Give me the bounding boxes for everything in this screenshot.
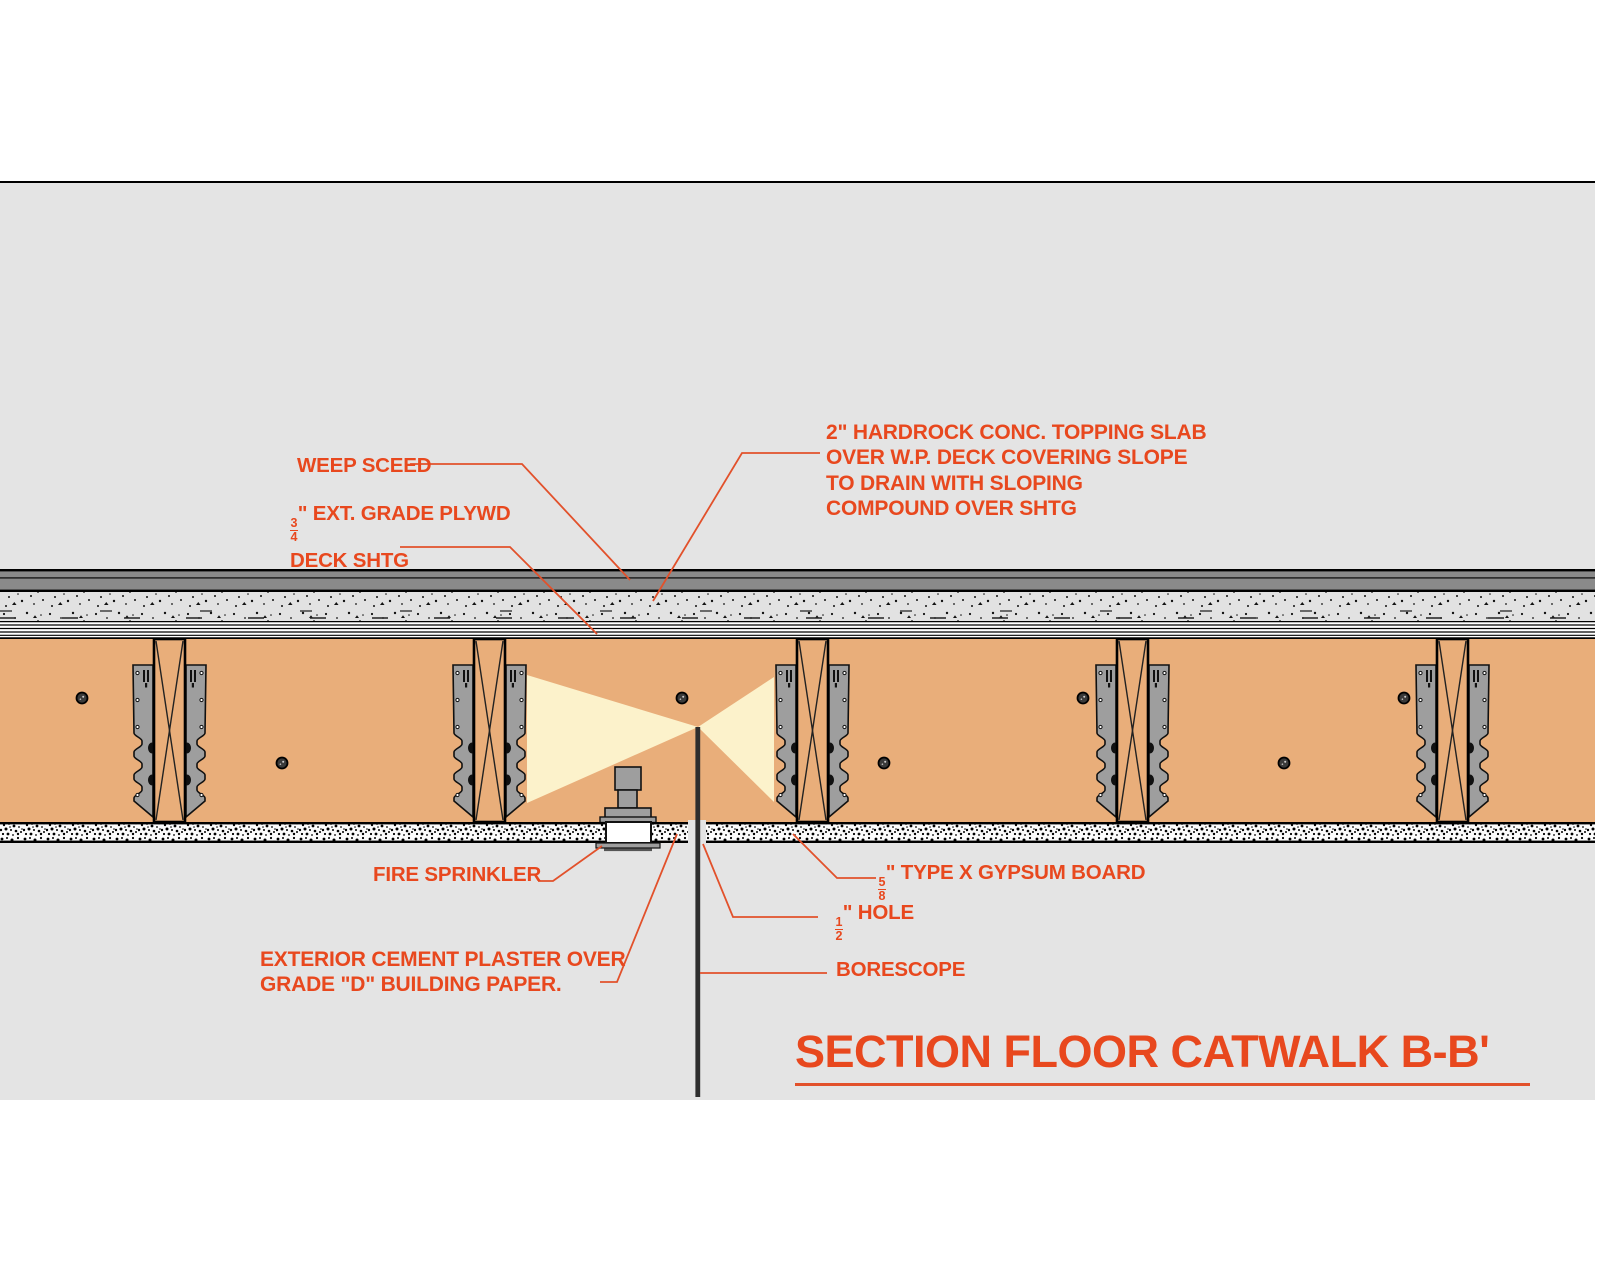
leader-weep-sceed xyxy=(410,463,631,581)
leader-plywood-deck xyxy=(400,546,598,635)
joist xyxy=(775,637,850,824)
sprinkler-penetration xyxy=(595,821,661,852)
leader-hole xyxy=(702,843,818,918)
plywood-deck-layer xyxy=(0,620,1595,640)
fire-sprinkler xyxy=(599,766,657,824)
section-title: SECTION FLOOR CATWALK B-B' xyxy=(795,1026,1490,1077)
weep-screed-layer xyxy=(0,569,1595,592)
leader-gypsum-board xyxy=(792,833,876,879)
joist xyxy=(132,637,207,824)
label-borescope: BORESCOPE xyxy=(836,958,966,981)
leader-cement-plaster xyxy=(600,833,678,983)
joist xyxy=(1095,637,1170,824)
light-cone-left xyxy=(527,675,698,803)
joist xyxy=(452,637,527,824)
section-title-underline xyxy=(795,1083,1530,1086)
label-fire-sprinkler: FIRE SPRINKLER xyxy=(373,863,542,886)
borescope-probe xyxy=(695,727,701,1097)
gypsum-board-layer xyxy=(0,822,1595,843)
leader-fire-sprinkler xyxy=(538,845,603,882)
label-weep-sceed: WEEP SCEED xyxy=(297,454,432,477)
label-topping-slab: 2" HARDROCK CONC. TOPPING SLAB OVER W.P.… xyxy=(826,421,1207,521)
leader-lines xyxy=(400,452,876,983)
label-cement-plaster: EXTERIOR CEMENT PLASTER OVER GRADE "D" B… xyxy=(260,948,626,997)
light-cone-right xyxy=(698,677,774,802)
concrete-topping-layer xyxy=(0,592,1595,621)
leader-topping-slab xyxy=(652,452,820,602)
joists xyxy=(132,637,1490,824)
